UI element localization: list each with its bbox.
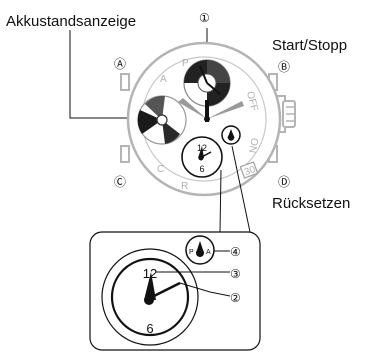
top-subdial (183, 59, 231, 107)
zoom-dial-12: 12 (143, 266, 157, 281)
date-window: 30 (239, 161, 259, 179)
bezel-mark-on: ON (246, 137, 259, 154)
callout-2-line (179, 282, 231, 297)
bezel-markings: A P OFF ON C R (157, 58, 260, 192)
bezel-mark-p: P (182, 58, 189, 69)
zoom-connector-right (231, 145, 251, 233)
zoom-detail-box: 12 6 P A ④ ③ ② (89, 231, 261, 351)
zoom-connectors (219, 145, 251, 233)
battery-indicator-pointer (156, 114, 168, 126)
indicator-p: P (189, 249, 194, 256)
zoom-dial-minute-hand (147, 281, 181, 301)
zoom-dial-6: 6 (146, 321, 153, 336)
callout-4: ④ (230, 245, 241, 259)
zoom-connector-left (219, 169, 222, 233)
start-stop-label: Start/Stopp (272, 37, 347, 54)
battery-indicator-label: Akkustandsanzeige (6, 13, 136, 30)
callout-3: ③ (230, 267, 241, 281)
battery-subdial (137, 95, 187, 145)
button-c-marker: Ⓒ (114, 175, 126, 189)
bezel-mark-off: OFF (244, 90, 260, 112)
callout-2: ② (230, 291, 241, 305)
button-d-marker: Ⓓ (278, 175, 290, 189)
button-a-marker: Ⓐ (114, 57, 126, 71)
bezel-mark-r: R (181, 181, 188, 192)
battery-leader-line (69, 30, 138, 119)
indicator-a: A (206, 249, 211, 256)
date-window-value: 30 (243, 164, 258, 178)
main-hands (178, 98, 244, 122)
bezel-mark-c: C (157, 164, 164, 175)
callout-1: ① (199, 11, 210, 25)
zoom-dial-hour-hand (144, 272, 156, 300)
button-b-marker: Ⓑ (278, 60, 290, 74)
mode-indicator-small (221, 125, 241, 145)
reset-label: Rücksetzen (272, 195, 350, 212)
bezel-mark-a: A (160, 74, 167, 85)
subdial-6: 6 (199, 164, 204, 174)
stopwatch-subdial: 12 6 (181, 136, 223, 178)
